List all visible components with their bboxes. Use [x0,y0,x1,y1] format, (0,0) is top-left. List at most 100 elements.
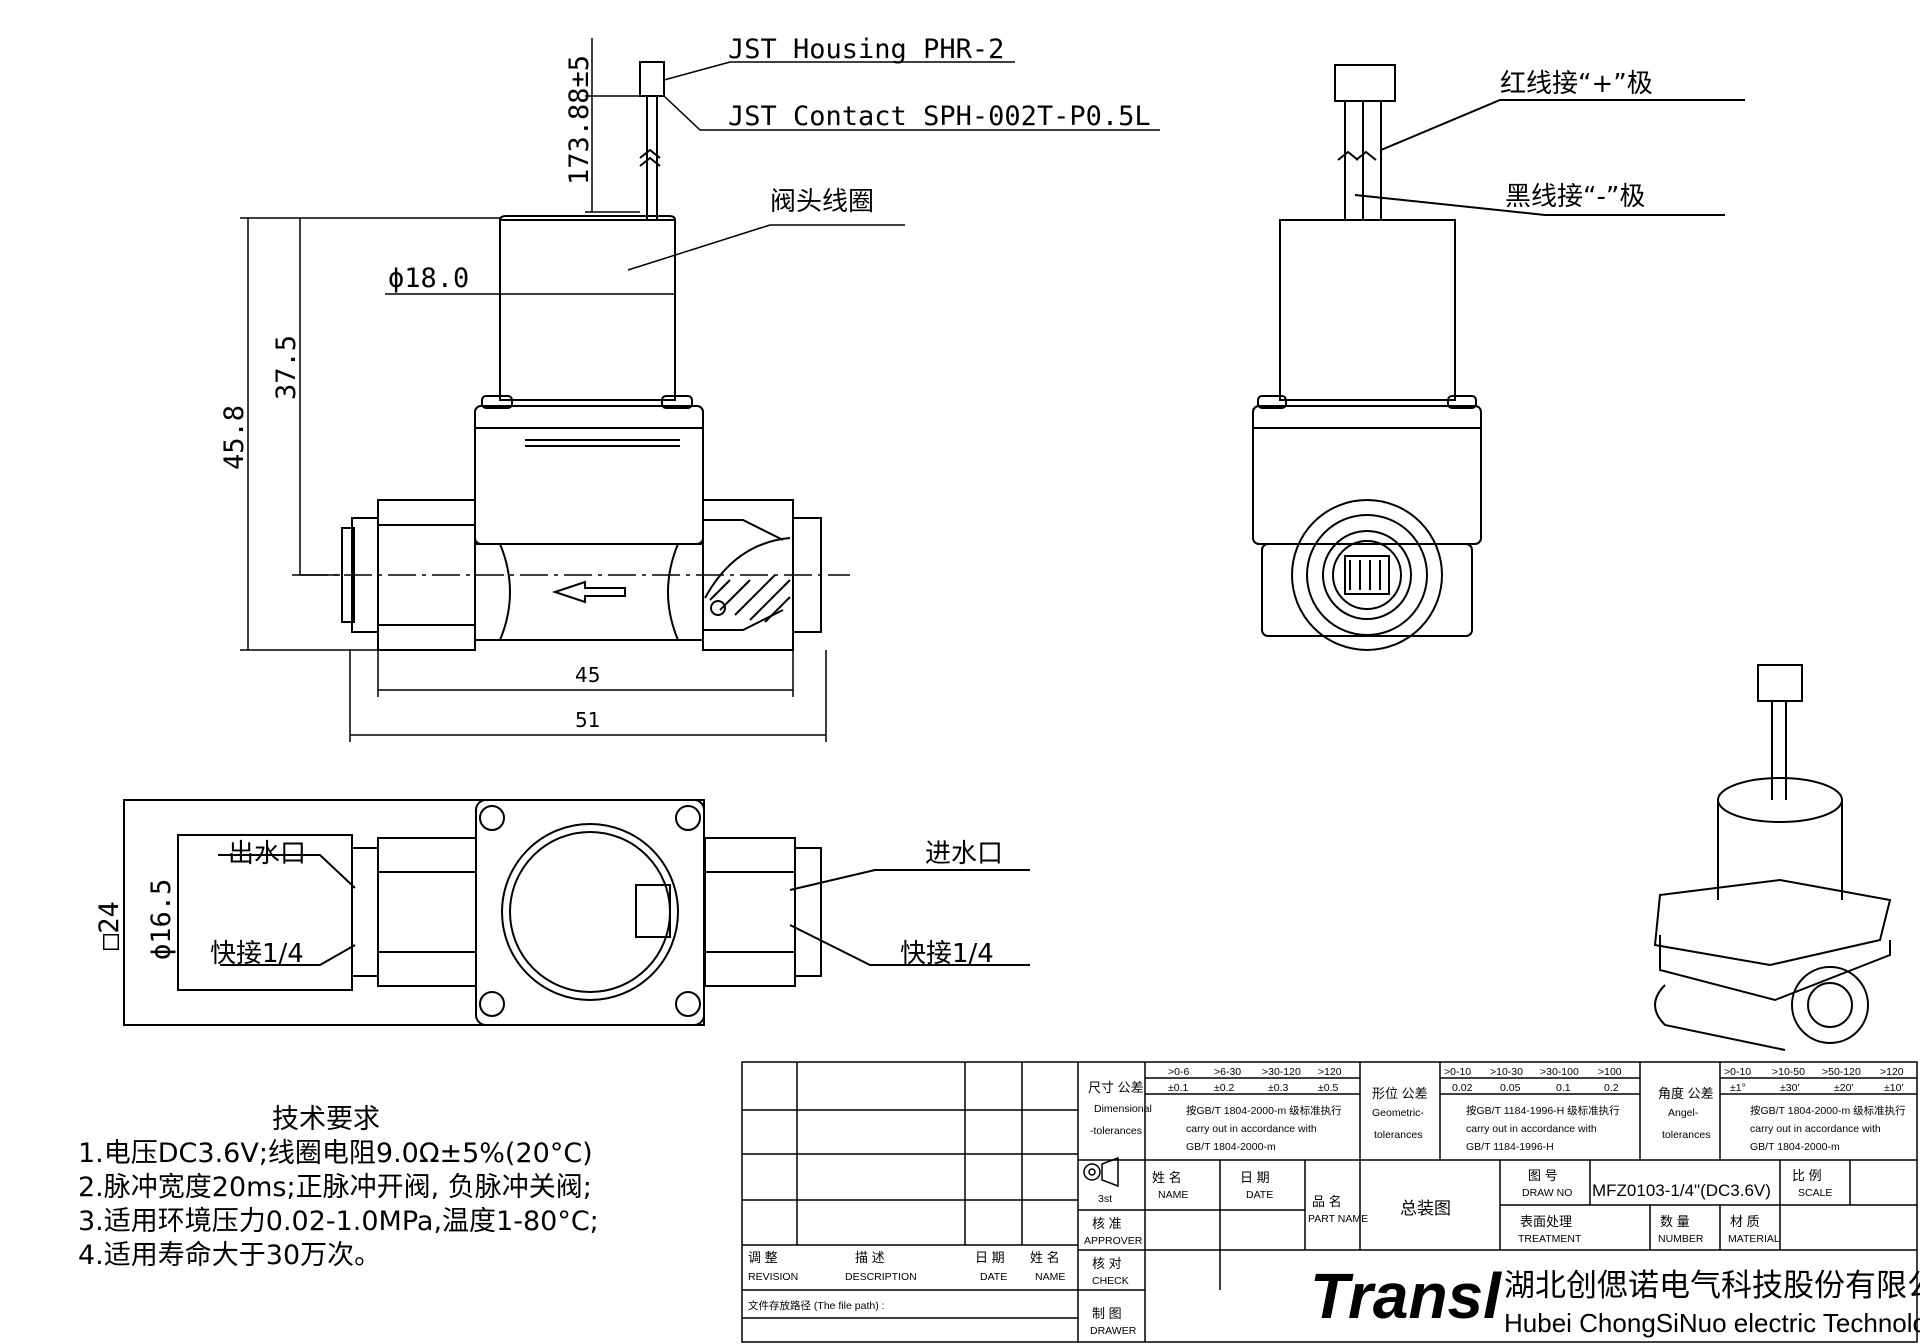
geo-value: 0.1 [1556,1082,1571,1094]
inlet-label: 进水口 [925,839,1003,869]
ang-range: >0-10 [1724,1066,1751,1078]
part-name-value: 总装图 [1400,1199,1451,1218]
check-label: 核 对 [1092,1256,1122,1271]
quick-connect-left-label: 快接1/4 [210,939,304,969]
number-label: 数 量 [1660,1214,1690,1229]
dim-std: 按GB/T 1804-2000-m 级标准执行 [1186,1104,1342,1117]
note-item: 1.电压DC3.6V;线圈电阻9.0Ω±5%(20°C) [78,1138,593,1169]
side-view [1252,64,1745,651]
number-label-en: NUMBER [1658,1233,1704,1245]
diameter-16-5-dim: ϕ16.5 [146,879,177,960]
isometric-view [1653,664,1892,1051]
dim-std2: carry out in accordance with [1186,1123,1317,1135]
ang-value: ±20' [1834,1082,1853,1094]
file-path-label: 文件存放路径 (The file path) : [748,1299,885,1312]
geo-std3: GB/T 1184-1996-H [1466,1141,1554,1153]
name-col-label-en: NAME [1158,1189,1188,1201]
drawer-label-en: DRAWER [1090,1325,1137,1337]
dim-range: >6-30 [1214,1066,1241,1078]
company-name-cn: 湖北创偲诺电气科技股份有限公司 [1504,1268,1920,1304]
dim-range: >0-6 [1168,1066,1189,1078]
geo-tol-label: 形位 公差 [1372,1086,1428,1101]
lead-length-dim: 173.88±5 [564,55,595,185]
material-label-en: MATERIAL [1728,1233,1780,1245]
geo-value: 0.05 [1500,1082,1521,1094]
projection-label: 3st [1098,1193,1112,1205]
part-name-label: 品 名 [1312,1194,1342,1209]
height-37-5-dim: 37.5 [271,335,302,400]
ang-std2: carry out in accordance with [1750,1123,1881,1135]
treatment-label-en: TREATMENT [1518,1233,1582,1245]
drawer-label: 制 图 [1092,1306,1122,1321]
dim-std3: GB/T 1804-2000-m [1186,1141,1276,1153]
scale-label: 比 例 [1792,1168,1822,1183]
ang-std: 按GB/T 1804-2000-m 级标准执行 [1750,1104,1906,1117]
geo-value: 0.2 [1604,1082,1619,1094]
ang-std3: GB/T 1804-2000-m [1750,1141,1840,1153]
geo-range: >0-10 [1444,1066,1471,1078]
top-view [123,799,1030,1026]
ang-value: ±10' [1884,1082,1903,1094]
description-header-en: DESCRIPTION [845,1271,917,1283]
dim-tol-en1: Dimensional [1094,1103,1152,1115]
dim-range: >120 [1318,1066,1342,1078]
ang-tol-en1: Angel- [1668,1107,1699,1119]
red-wire-label: 红线接“+”极 [1500,69,1653,99]
geo-range: >10-30 [1490,1066,1523,1078]
dim-value: ±0.5 [1318,1082,1339,1094]
black-wire-label: 黑线接“-”极 [1505,182,1645,212]
coil-label: 阀头线圈 [770,187,874,217]
notes-title: 技术要求 [272,1104,380,1135]
technical-requirements: 技术要求 1.电压DC3.6V;线圈电阻9.0Ω±5%(20°C) 2.脉冲宽度… [78,1104,599,1271]
quick-connect-right-label: 快接1/4 [900,939,994,969]
geo-tol-en2: tolerances [1374,1129,1422,1141]
note-item: 2.脉冲宽度20ms;正脉冲开阀, 负脉冲关阀; [78,1172,592,1203]
geo-std: 按GB/T 1184-1996-H 级标准执行 [1466,1104,1620,1117]
ang-range: >50-120 [1822,1066,1861,1078]
revision-header-en: REVISION [748,1271,798,1283]
front-view [300,61,850,651]
name-col-label: 姓 名 [1152,1170,1182,1185]
width-45-dim: 45 [575,663,600,687]
material-label: 材 质 [1730,1214,1760,1229]
note-item: 3.适用环境压力0.02-1.0MPa,温度1-80°C; [78,1206,599,1237]
outlet-label: 出水口 [228,839,306,869]
check-label-en: CHECK [1092,1275,1129,1287]
treatment-label: 表面处理 [1520,1214,1572,1229]
company-name-en: Hubei ChongSiNuo electric Technology Cor… [1504,1308,1920,1338]
dim-range: >30-120 [1262,1066,1301,1078]
jst-contact-label: JST Contact SPH-002T-P0.5L [728,101,1151,132]
ang-range: >10-50 [1772,1066,1805,1078]
dim-tol-label: 尺寸 公差 [1088,1080,1144,1095]
dim-value: ±0.3 [1268,1082,1289,1094]
front-view-dimensions [240,38,1160,742]
approver-label: 核 准 [1092,1216,1122,1231]
ang-tol-label: 角度 公差 [1658,1086,1714,1101]
geo-value: 0.02 [1452,1082,1473,1094]
height-45-8-dim: 45.8 [219,405,250,470]
geo-tol-en1: Geometric- [1372,1107,1424,1119]
dim-value: ±0.1 [1168,1082,1189,1094]
dim-tol-en2: -tolerances [1090,1125,1142,1137]
drawing-no-label: 图 号 [1528,1168,1558,1183]
date-header: 日 期 [975,1250,1005,1265]
description-header: 描 述 [855,1250,885,1265]
coil-diameter-dim: ϕ18.0 [388,263,469,294]
approver-label-en: APPROVER [1084,1235,1143,1247]
title-block [741,1061,1918,1343]
width-51-dim: 51 [575,708,600,732]
ang-tol-en2: tolerances [1662,1129,1710,1141]
geo-range: >30-100 [1540,1066,1579,1078]
geo-range: >100 [1598,1066,1622,1078]
drawing-no-label-en: DRAW NO [1522,1187,1572,1199]
note-item: 4.适用寿命大于30万次。 [78,1240,381,1271]
square-24-dim: □24 [94,901,125,950]
geo-std2: carry out in accordance with [1466,1123,1597,1135]
company-logo: Transl [1310,1260,1502,1332]
name-header: 姓 名 [1030,1250,1060,1265]
date-col-label-en: DATE [1246,1189,1273,1201]
revision-header: 调 整 [748,1250,778,1265]
jst-housing-label: JST Housing PHR-2 [728,34,1004,65]
ang-value: ±30' [1780,1082,1799,1094]
